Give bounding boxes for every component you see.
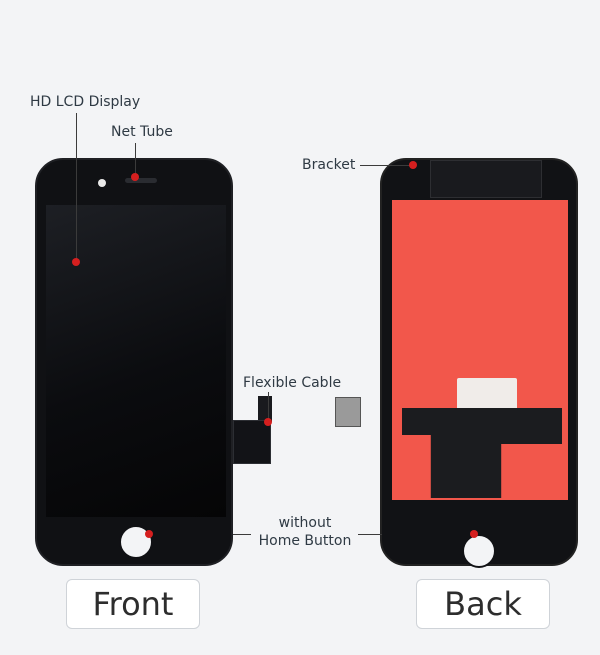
front-flex-cable: [233, 420, 271, 464]
home-button-label: Home Button: [258, 533, 352, 549]
hd-lcd-marker-icon: [72, 258, 80, 266]
front-camera-icon: [98, 179, 106, 187]
without-label: without: [278, 515, 332, 531]
hd-lcd-line: [76, 113, 77, 261]
front-without-line: [233, 534, 251, 535]
front-button[interactable]: Front: [66, 579, 200, 629]
net-tube-line: [135, 143, 136, 175]
front-screen: [46, 205, 226, 517]
back-without-line: [358, 534, 382, 535]
flexible-cable-marker-icon: [264, 418, 272, 426]
back-flex-connector: [335, 397, 361, 427]
bracket-label: Bracket: [302, 157, 356, 173]
back-button[interactable]: Back: [416, 579, 550, 629]
front-home-marker-icon: [145, 530, 153, 538]
front-phone-image: [35, 158, 233, 566]
net-tube-marker-icon: [131, 173, 139, 181]
bracket-line: [360, 165, 412, 166]
back-home-button-hole-icon: [462, 534, 496, 568]
hd-lcd-display-label: HD LCD Display: [30, 94, 141, 110]
back-phone-image: [380, 158, 578, 566]
bracket-marker-icon: [409, 161, 417, 169]
flexible-cable-label: Flexible Cable: [243, 375, 342, 391]
flexible-cable-line: [268, 392, 269, 422]
net-tube-label: Net Tube: [111, 124, 173, 140]
back-bracket: [430, 160, 542, 198]
back-home-marker-icon: [470, 530, 478, 538]
front-speaker-icon: [125, 178, 157, 183]
